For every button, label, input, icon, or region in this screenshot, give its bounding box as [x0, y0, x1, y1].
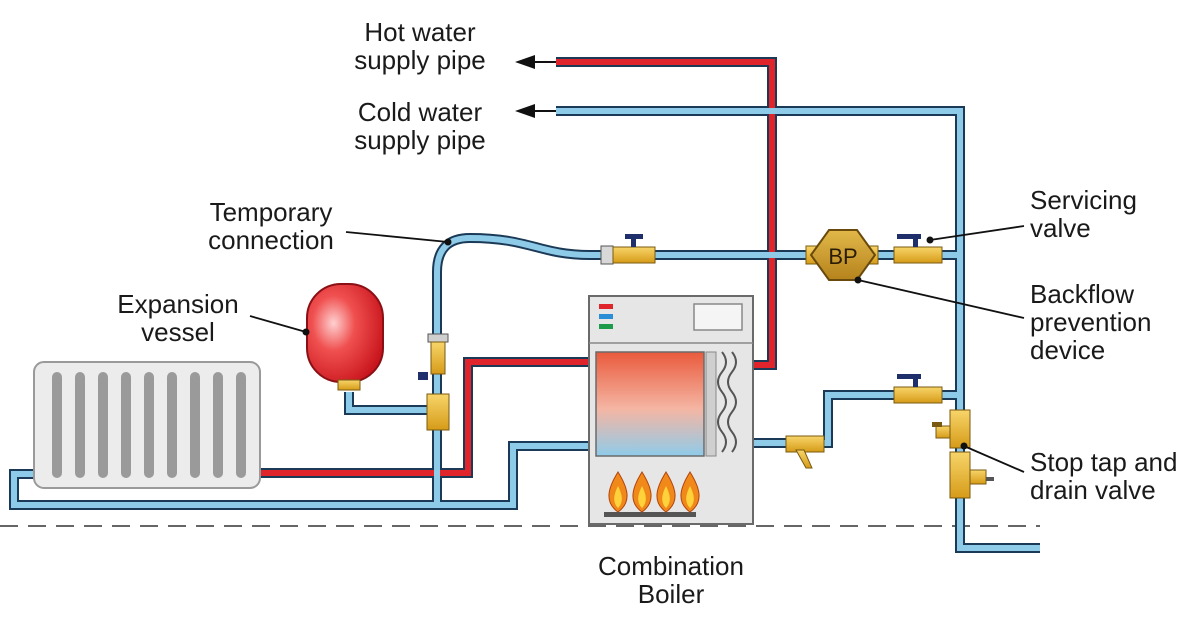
backflow-prevention-label: Backflow prevention device	[1030, 279, 1152, 365]
temporary-connection-fitting	[418, 333, 450, 431]
radiator	[33, 361, 261, 489]
cold-supply-arrow	[515, 104, 556, 118]
servicing-valve	[893, 234, 943, 264]
burner-flames	[608, 471, 700, 513]
servicing-valve-label: Servicing valve	[1030, 185, 1137, 243]
strainer-fitting	[785, 435, 825, 469]
cold-water-supply-label: Cold water supply pipe	[354, 97, 486, 155]
servicing-valve-boiler	[893, 374, 943, 404]
backflow-prevention-device: BP	[805, 229, 879, 281]
temporary-connection-label: Temporary connection	[208, 197, 334, 255]
hot-water-supply-label: Hot water supply pipe	[354, 17, 486, 75]
heat-exchanger-coil	[717, 351, 737, 453]
combination-boiler-label: Combination Boiler	[598, 551, 744, 609]
stop-tap-drain-valve	[932, 409, 994, 499]
stop-tap-drain-label: Stop tap and drain valve	[1030, 447, 1178, 505]
bp-label: BP	[828, 244, 857, 269]
servicing-valve-temporary	[600, 234, 656, 265]
hot-supply-arrow	[515, 55, 556, 69]
expansion-vessel	[306, 283, 384, 391]
leader-lines	[249, 225, 1025, 473]
expansion-vessel-label: Expansion vessel	[117, 289, 239, 347]
combination-boiler	[588, 295, 754, 525]
pipes	[9, 57, 1040, 553]
